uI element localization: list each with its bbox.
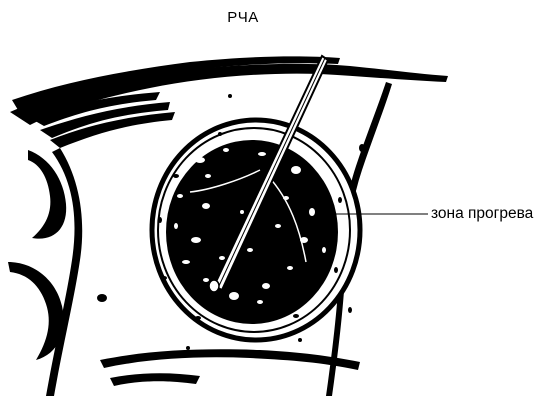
heating-zone-label: зона прогрева bbox=[431, 205, 533, 223]
side-lumen-lower bbox=[8, 262, 64, 360]
vein-lumen bbox=[152, 120, 360, 340]
